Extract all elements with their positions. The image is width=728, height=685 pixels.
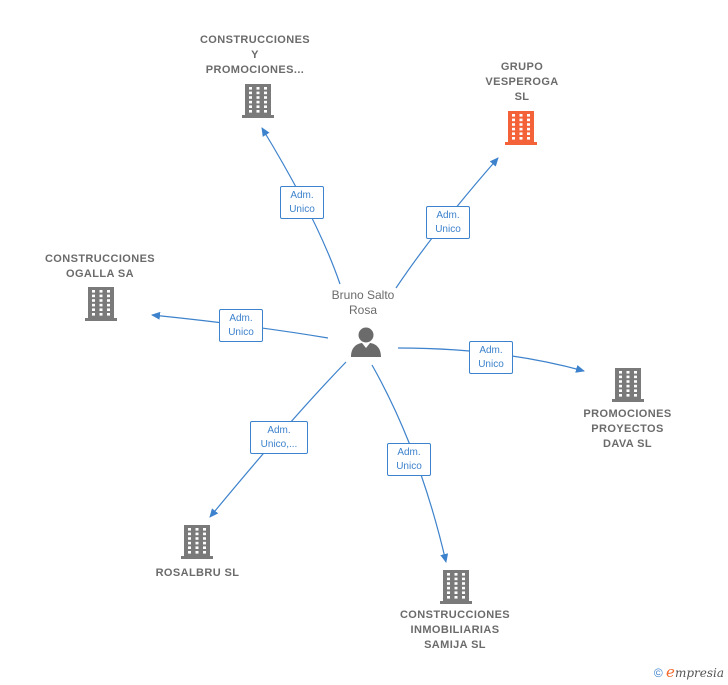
company-name-line: ROSALBRU SL — [155, 567, 240, 579]
company-name[interactable]: CONSTRUCCIONES INMOBILIARIAS SAMIJA SL — [385, 608, 525, 653]
company-name[interactable]: CONSTRUCCIONES Y PROMOCIONES... — [185, 33, 325, 78]
company-name-line: INMOBILIARIAS — [410, 624, 500, 636]
company-name-line: VESPEROGA — [485, 76, 559, 88]
building-icon[interactable] — [612, 368, 644, 402]
edge-role-label[interactable]: Adm. Unico — [426, 206, 470, 239]
company-name[interactable]: ROSALBRU SL — [135, 566, 260, 581]
person-icon[interactable] — [349, 326, 383, 358]
edge-role-text: Unico — [289, 204, 315, 215]
edge-role-label[interactable]: Adm. Unico,... — [250, 421, 308, 454]
person-name[interactable]: Bruno Salto Rosa — [331, 288, 395, 317]
edge-role-label[interactable]: Adm. Unico — [469, 341, 513, 374]
company-name-line: PROMOCIONES... — [205, 64, 305, 76]
edge-role-text: Unico — [396, 461, 422, 472]
company-name-line: OGALLA SA — [66, 268, 134, 280]
footer-brand: © empresia — [654, 663, 724, 681]
company-name-line: SAMIJA SL — [424, 639, 486, 651]
company-name-line: Y — [251, 49, 259, 61]
edge-role-text: Unico — [478, 359, 504, 370]
edge-role-label[interactable]: Adm. Unico — [219, 309, 263, 342]
edge-role-text: Unico,... — [260, 439, 298, 450]
company-name-line: GRUPO — [500, 61, 544, 73]
company-name-line: CONSTRUCCIONES — [199, 34, 311, 46]
building-icon[interactable] — [85, 287, 117, 321]
building-icon[interactable] — [440, 570, 472, 604]
edge-role-text: Adm. — [267, 425, 291, 436]
company-name-line: SL — [514, 91, 530, 103]
company-name-line: CONSTRUCCIONES — [44, 253, 156, 265]
edge-role-text: Unico — [435, 224, 461, 235]
edge-role-text: Adm. — [229, 313, 253, 324]
edge-role-label[interactable]: Adm. Unico — [387, 443, 431, 476]
company-name[interactable]: PROMOCIONES PROYECTOS DAVA SL — [565, 407, 690, 452]
edge-role-label[interactable]: Adm. Unico — [280, 186, 324, 219]
company-name[interactable]: CONSTRUCCIONES OGALLA SA — [30, 252, 170, 282]
edge-role-text: Adm. — [397, 447, 421, 458]
building-icon[interactable] — [505, 111, 537, 145]
company-name-line: CONSTRUCCIONES — [399, 609, 511, 621]
brand-logo: empresia — [666, 663, 724, 681]
edge-role-text: Unico — [228, 327, 254, 338]
copyright-symbol: © — [653, 666, 663, 680]
building-icon[interactable] — [181, 525, 213, 559]
edge-role-text: Adm. — [290, 190, 314, 201]
company-name-line: PROYECTOS — [591, 423, 664, 435]
company-name-line: DAVA SL — [602, 438, 653, 450]
building-icon[interactable] — [242, 84, 274, 118]
edge-role-text: Adm. — [436, 210, 460, 221]
company-name[interactable]: GRUPO VESPEROGA SL — [462, 60, 582, 105]
company-name-line: PROMOCIONES — [583, 408, 672, 420]
edge-role-text: Adm. — [479, 345, 503, 356]
